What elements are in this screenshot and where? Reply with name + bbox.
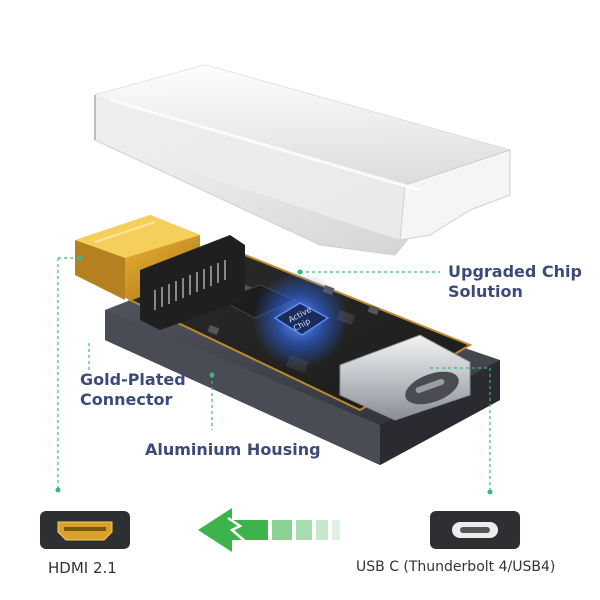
upgraded-chip-line-2: Solution (448, 282, 523, 301)
leader-lines (57, 257, 491, 492)
hdmi-port-label: HDMI 2.1 (48, 559, 117, 577)
gold-plated-label: Gold-Plated Connector (80, 370, 200, 410)
aluminium-housing-label: Aluminium Housing (145, 440, 321, 459)
upgraded-chip-line-1: Upgraded Chip (448, 262, 582, 281)
hdmi-black-bracket (140, 235, 245, 330)
usb-c-port-icon (430, 511, 520, 549)
usb-c-connector (339, 334, 471, 421)
leader-dots (55, 255, 493, 495)
hdmi-port-icon (40, 511, 130, 549)
gold-plated-line-2: Connector (80, 390, 173, 409)
signal-direction-arrow (198, 508, 340, 552)
transparent-cover (94, 64, 512, 256)
usbc-port-label: USB C (Thunderbolt 4/USB4) (356, 559, 556, 575)
gold-plated-line-1: Gold-Plated (80, 370, 186, 389)
active-chip: Active Chip (273, 302, 330, 336)
upgraded-chip-label: Upgraded Chip Solution (448, 262, 588, 302)
